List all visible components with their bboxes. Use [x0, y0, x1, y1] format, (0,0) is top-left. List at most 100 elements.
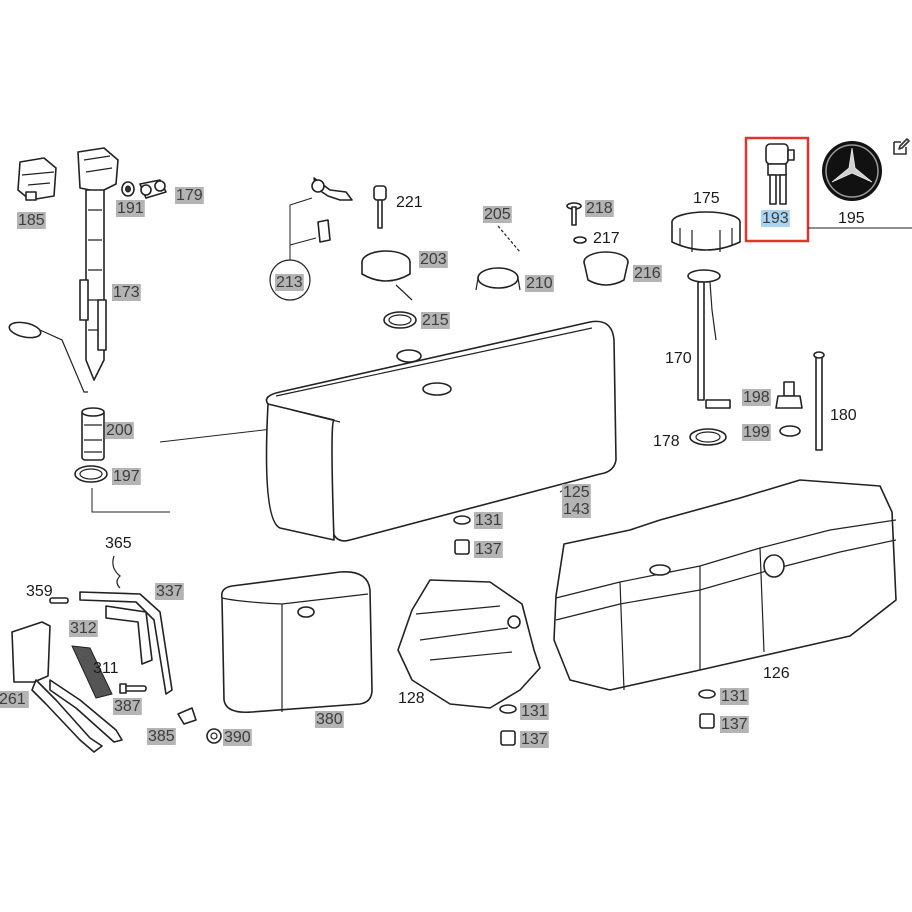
- label-131a[interactable]: 131: [474, 512, 503, 529]
- label-197[interactable]: 197: [112, 468, 141, 485]
- label-text-203[interactable]: 203: [420, 251, 447, 268]
- label-text-261[interactable]: 261: [0, 691, 26, 708]
- part-261-bracket[interactable]: [11, 621, 123, 753]
- part-170-level-sensor[interactable]: [687, 269, 731, 409]
- part-199-seal[interactable]: [779, 425, 801, 437]
- label-text-213[interactable]: 213: [276, 274, 303, 291]
- label-text-198[interactable]: 198: [743, 389, 770, 406]
- part-198-drain-plug[interactable]: [775, 381, 803, 409]
- part-191[interactable]: [121, 181, 135, 197]
- label-text-200[interactable]: 200: [106, 422, 133, 439]
- part-210-strainer-ring[interactable]: [475, 267, 521, 291]
- part-205-chain[interactable]: [497, 225, 521, 253]
- part-216-flange[interactable]: [583, 251, 629, 286]
- label-185[interactable]: 185: [17, 212, 46, 229]
- part-312-pad[interactable]: [105, 605, 153, 665]
- part-387-bolt[interactable]: [119, 683, 147, 694]
- label-200[interactable]: 200: [105, 422, 134, 439]
- label-191[interactable]: 191: [116, 200, 145, 217]
- label-text-337[interactable]: 337: [156, 583, 183, 600]
- label-131b[interactable]: 131: [520, 703, 549, 720]
- label-text-173[interactable]: 173: [113, 284, 140, 301]
- label-125[interactable]: 125: [562, 484, 591, 501]
- part-185-connector[interactable]: [17, 157, 57, 201]
- label-text-390[interactable]: 390: [224, 729, 251, 746]
- label-216[interactable]: 216: [633, 265, 662, 282]
- label-text-205[interactable]: 205: [484, 206, 511, 223]
- part-359-pin[interactable]: [49, 597, 69, 604]
- label-text-125[interactable]: 125: [563, 484, 590, 501]
- label-text-199[interactable]: 199: [743, 424, 770, 441]
- part-193-sensor[interactable]: [765, 143, 795, 205]
- label-text-131c[interactable]: 131: [721, 688, 748, 705]
- part-200-pump[interactable]: [81, 407, 105, 461]
- label-text-191[interactable]: 191: [117, 200, 144, 217]
- label-137a[interactable]: 137: [474, 541, 503, 558]
- label-text-210[interactable]: 210: [526, 275, 553, 292]
- label-337[interactable]: 337: [155, 583, 184, 600]
- label-210[interactable]: 210: [525, 275, 554, 292]
- label-205[interactable]: 205: [483, 206, 512, 223]
- part-221-key[interactable]: [373, 185, 387, 229]
- label-387[interactable]: 387: [113, 698, 142, 715]
- label-203[interactable]: 203: [419, 251, 448, 268]
- label-213[interactable]: 213: [275, 274, 304, 291]
- part-197-seal-ring[interactable]: [74, 465, 108, 483]
- label-text-131b[interactable]: 131: [521, 703, 548, 720]
- part-131a-washer[interactable]: [453, 515, 471, 525]
- part-175-locking-ring[interactable]: [671, 211, 741, 252]
- label-text-197[interactable]: 197: [113, 468, 140, 485]
- label-text-380[interactable]: 380: [316, 711, 343, 728]
- part-131b-washer[interactable]: [499, 704, 517, 714]
- part-311-pad-dark[interactable]: [71, 645, 113, 699]
- part-125-fuel-tank[interactable]: [265, 320, 617, 542]
- label-text-137c[interactable]: 137: [721, 716, 748, 733]
- label-261[interactable]: 261: [0, 691, 29, 708]
- part-365-clip[interactable]: [112, 555, 121, 589]
- part-213-lock-set[interactable]: [269, 177, 353, 301]
- label-text-193[interactable]: 193: [762, 210, 789, 227]
- edit-pencil-icon[interactable]: [892, 138, 910, 156]
- label-312[interactable]: 312: [69, 620, 98, 637]
- label-text-137b[interactable]: 137: [521, 731, 548, 748]
- part-203-filler-cap[interactable]: [361, 250, 413, 301]
- label-193[interactable]: 193: [761, 210, 790, 227]
- label-text-179[interactable]: 179: [176, 187, 203, 204]
- part-215-seal[interactable]: [383, 311, 417, 329]
- part-131c-washer[interactable]: [698, 689, 716, 699]
- part-218-screw[interactable]: [566, 202, 582, 226]
- part-137b-plug[interactable]: [500, 730, 516, 746]
- part-179[interactable]: [139, 179, 167, 199]
- label-179[interactable]: 179: [175, 187, 204, 204]
- label-173[interactable]: 173: [112, 284, 141, 301]
- part-137a-plug[interactable]: [454, 539, 470, 555]
- part-128-shaped-tank[interactable]: [397, 579, 541, 709]
- label-text-143[interactable]: 143: [563, 501, 590, 518]
- label-198[interactable]: 198: [742, 389, 771, 406]
- label-text-218[interactable]: 218: [586, 200, 613, 217]
- part-126-plastic-tank[interactable]: [553, 479, 897, 691]
- label-137c[interactable]: 137: [720, 716, 749, 733]
- label-text-387[interactable]: 387: [114, 698, 141, 715]
- label-390[interactable]: 390: [223, 729, 252, 746]
- part-137c-plug[interactable]: [699, 713, 715, 729]
- label-385[interactable]: 385: [147, 728, 176, 745]
- part-380-square-tank[interactable]: [220, 571, 373, 714]
- part-390-nut[interactable]: [206, 728, 222, 744]
- label-text-312[interactable]: 312: [70, 620, 97, 637]
- label-199[interactable]: 199: [742, 424, 771, 441]
- label-215[interactable]: 215: [421, 312, 450, 329]
- label-text-215[interactable]: 215: [422, 312, 449, 329]
- label-218[interactable]: 218: [585, 200, 614, 217]
- label-131c[interactable]: 131: [720, 688, 749, 705]
- label-text-385[interactable]: 385: [148, 728, 175, 745]
- label-380[interactable]: 380: [315, 711, 344, 728]
- label-143[interactable]: 143: [562, 501, 591, 518]
- label-137b[interactable]: 137: [520, 731, 549, 748]
- part-337-strap[interactable]: [79, 591, 173, 695]
- label-text-131a[interactable]: 131: [475, 512, 502, 529]
- label-text-137a[interactable]: 137: [475, 541, 502, 558]
- part-178-seal-ring[interactable]: [689, 428, 727, 446]
- part-173-fuel-sender[interactable]: [8, 147, 119, 393]
- label-text-185[interactable]: 185: [18, 212, 45, 229]
